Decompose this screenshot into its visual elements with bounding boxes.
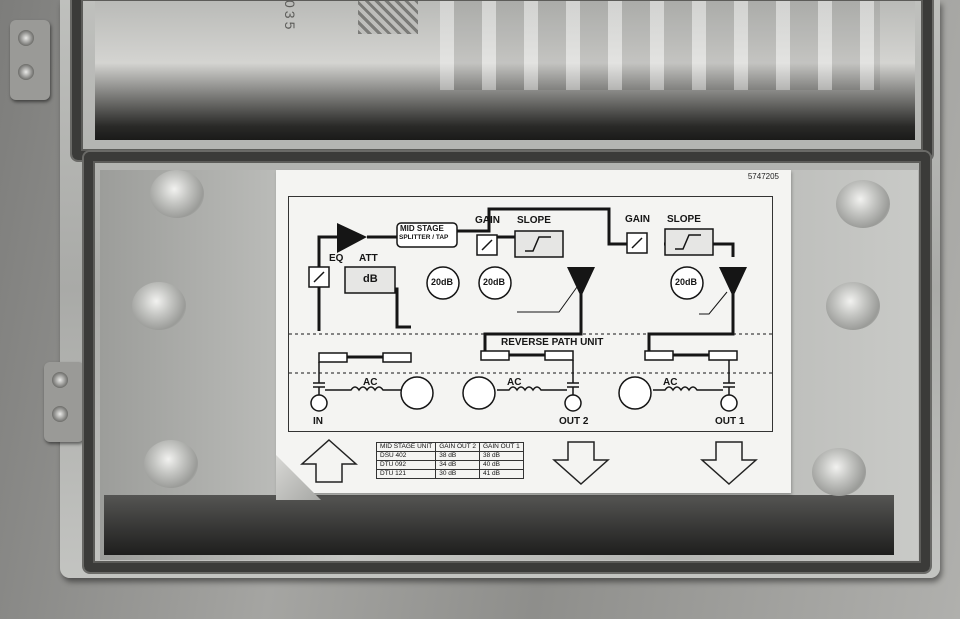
table-row: DTU 121 30 dB 41 dB (375, 469, 524, 479)
mesh-patch (358, 0, 418, 34)
cooling-fins (440, 0, 880, 90)
boss (836, 180, 890, 228)
table-cell: 38 dB (478, 451, 524, 461)
cavity-shadow (104, 495, 894, 555)
pad-label: 20dB (675, 277, 698, 287)
table-cell: 30 dB (435, 469, 480, 479)
hinge-bottom (44, 362, 84, 442)
gasket-top (72, 0, 932, 160)
ac-label: AC (663, 377, 678, 388)
schematic-diagram (289, 207, 774, 412)
mid-stage-label: MID STAGE (400, 224, 444, 233)
amplifier-icon (567, 267, 595, 297)
table-cell: 38 dB (435, 451, 480, 461)
amplifier-icon (337, 223, 367, 253)
splitter-tap-label: SPLITTER / TAP (399, 234, 449, 241)
table-cell: DTU 121 (375, 469, 437, 479)
bolt-icon (18, 64, 34, 80)
bolt-icon (18, 30, 34, 46)
boss (826, 282, 880, 330)
arrow-down-icon (700, 441, 758, 486)
boss (150, 170, 204, 218)
boss (812, 448, 866, 496)
slope-label: SLOPE (517, 215, 551, 226)
port-out1-label: OUT 1 (715, 416, 745, 427)
arrow-down-icon (552, 441, 610, 486)
boss (132, 282, 186, 330)
table-header-row: MID STAGE UNIT GAIN OUT 2 GAIN OUT 1 (375, 442, 524, 452)
slope-label: SLOPE (667, 214, 701, 225)
ac-label: AC (507, 377, 522, 388)
schematic-label: 5747205 (276, 170, 791, 493)
table-header: MID STAGE UNIT (375, 442, 437, 452)
part-number: 5747205 (747, 172, 779, 181)
schematic-frame: MID STAGE SPLITTER / TAP GAIN SLOPE GAIN… (288, 196, 774, 432)
table-cell: 34 dB (435, 460, 480, 470)
table-row: DSU 402 38 dB 38 dB (375, 451, 524, 461)
amplifier-icon (719, 267, 747, 297)
table-header: GAIN OUT 2 (435, 442, 480, 452)
gain-label: GAIN (625, 214, 650, 225)
arrow-up-icon (300, 438, 358, 483)
bolt-icon (52, 406, 68, 422)
table-cell: DTU 092 (375, 460, 437, 470)
table-cell: 40 dB (478, 460, 524, 470)
table-row: DTU 092 34 dB 40 dB (375, 460, 524, 470)
lid-top-section (95, 0, 915, 140)
pad-label: 20dB (431, 277, 454, 287)
gain-table: MID STAGE UNIT GAIN OUT 2 GAIN OUT 1 DSU… (375, 442, 524, 479)
reverse-path-label: REVERSE PATH UNIT (501, 337, 604, 348)
table-cell: DSU 402 (375, 451, 437, 461)
gain-label: GAIN (475, 215, 500, 226)
port-in-label: IN (313, 416, 323, 427)
att-value: dB (363, 273, 378, 285)
port-out2-label: OUT 2 (559, 416, 589, 427)
hinge-top (10, 20, 50, 100)
pad-label: 20dB (483, 277, 506, 287)
boss (144, 440, 198, 488)
bolt-icon (52, 372, 68, 388)
table-header: GAIN OUT 1 (478, 442, 524, 452)
ac-label: AC (363, 377, 378, 388)
table-cell: 41 dB (478, 469, 524, 479)
gasket-bottom (84, 152, 930, 572)
eq-label: EQ (329, 253, 344, 264)
att-label: ATT (359, 253, 378, 264)
